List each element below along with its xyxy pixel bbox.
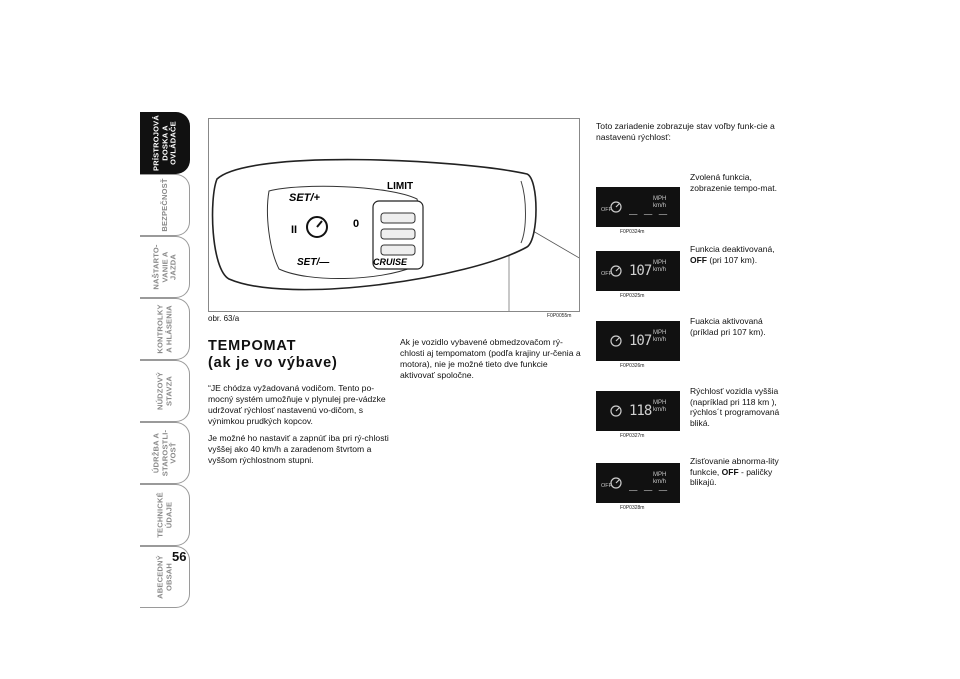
display-description: Zvolená funkcia, zobrazenie tempo-mat.	[690, 172, 777, 193]
display-description: Funkcia deaktivovaná, OFF (pri 107 km).	[690, 244, 775, 265]
tab-label: PRÍSTROJOVÁ DOSKA A OVLÁDAČE	[150, 115, 177, 171]
tab-pristrojova-doska[interactable]: PRÍSTROJOVÁ DOSKA A OVLÁDAČE	[140, 112, 190, 174]
tab-label: ABECEDNÝ OBSAH	[155, 555, 173, 599]
tab-abecedny-obsah[interactable]: ABECEDNÝ OBSAH	[140, 546, 190, 608]
display-description: Zisťovanie abnorma-lity funkcie, OFF - p…	[690, 456, 779, 487]
cruise-label: CRUISE	[373, 257, 408, 267]
cruise-control-icon	[610, 201, 622, 213]
speed-digits: 107	[629, 263, 652, 279]
tab-nudzovy-stav[interactable]: NÚDZOVÝ STAVZA	[140, 360, 190, 422]
text-column-2: Ak je vozidlo vybavené obmedzovačom rý-c…	[400, 337, 582, 381]
cruise-control-icon	[610, 265, 622, 277]
paragraph: “JE chódza vyžadovaná vodičom. Tento po-…	[208, 383, 386, 426]
cruise-lever-illustration: SET/+ SET/— II 0 LIMIT CRUISE	[208, 118, 580, 312]
tab-label: ÚDRŽBA A STAROSTLI- VOSŤ	[150, 429, 177, 477]
tab-label: TECHNICKÉ ÚDAJE	[155, 492, 173, 538]
off-label: OFF	[601, 207, 612, 213]
page-number: 56	[172, 549, 187, 564]
tab-label: KONTROLKY A HLÁSENIA	[155, 304, 173, 354]
cruise-control-icon	[610, 477, 622, 489]
cruise-control-icon	[610, 335, 622, 347]
intro-text: Toto zariadenie zobrazuje stav voľby fun…	[596, 121, 775, 142]
zero-label: 0	[353, 218, 359, 230]
speed-digits: 118	[629, 403, 652, 419]
tab-nastartovanie[interactable]: NAŠTARTO- VANIE A JAZDA	[140, 236, 190, 298]
display-description: Rýchlosť vozidla vyššia (napríklad pri 1…	[690, 386, 780, 428]
speed-digits: 107	[629, 333, 652, 349]
section-title-line1: TEMPOMAT	[208, 338, 297, 354]
paragraph: Ak je vozidlo vybavené obmedzovačom rý-c…	[400, 337, 581, 380]
speed-digits: _ _ _	[629, 475, 667, 491]
figure-code: F0P0055m	[547, 313, 572, 319]
off-label: OFF	[601, 271, 612, 277]
tab-udrzba[interactable]: ÚDRŽBA A STAROSTLI- VOSŤ	[140, 422, 190, 484]
tab-kontrolky[interactable]: KONTROLKY A HLÁSENIA	[140, 298, 190, 360]
cruise-control-icon	[610, 405, 622, 417]
pause-label: II	[291, 224, 297, 236]
tab-label: NÚDZOVÝ STAVZA	[155, 371, 173, 411]
off-label: OFF	[601, 483, 612, 489]
tab-label: NAŠTARTO- VANIE A JAZDA	[150, 244, 177, 290]
section-title-line2: (ak je vo výbave)	[208, 355, 338, 371]
text-column-1: “JE chódza vyžadovaná vodičom. Tento po-…	[208, 383, 390, 472]
limit-label: LIMIT	[387, 181, 413, 192]
speed-digits: _ _ _	[629, 199, 667, 215]
display-code: F0P0327m	[620, 433, 645, 439]
display-code: F0P0325m	[620, 293, 645, 299]
set-plus-label: SET/+	[289, 192, 320, 204]
section-title: TEMPOMAT (ak je vo výbave)	[208, 338, 338, 372]
tab-label: BEZPEČNOSŤ	[159, 178, 169, 232]
set-minus-label: SET/—	[297, 257, 330, 268]
display-code: F0P0324m	[620, 229, 645, 235]
display-code: F0P0328m	[620, 505, 645, 511]
tab-technicke-udaje[interactable]: TECHNICKÉ ÚDAJE	[140, 484, 190, 546]
display-description: Fuakcia aktivovaná (príklad pri 107 km).	[690, 316, 766, 337]
figure-caption: obr. 63/a	[208, 314, 240, 323]
display-code: F0P0326m	[620, 363, 645, 369]
tab-bezpecnost[interactable]: BEZPEČNOSŤ	[140, 174, 190, 236]
paragraph: Je možné ho nastaviť a zapnúť iba pri rý…	[208, 433, 389, 465]
